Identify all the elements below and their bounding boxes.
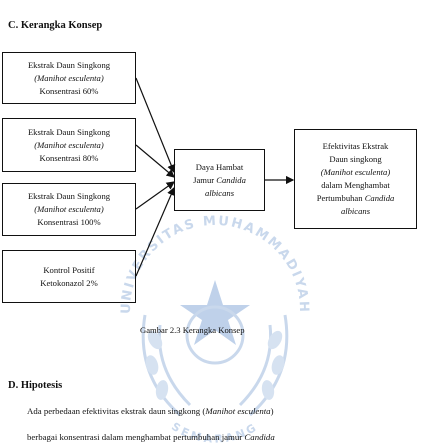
result-box-line6: albicans	[340, 206, 371, 216]
input-box-80: Ekstrak Daun Singkong (Manihot esculenta…	[2, 118, 136, 172]
connector-80-to-middle	[135, 144, 175, 178]
hypothesis-line2-italic: Candida	[244, 432, 275, 442]
result-box-line1: Efektivitas Ekstrak	[322, 141, 389, 151]
middle-box-line1: Daya Hambat	[195, 161, 244, 172]
hypothesis-line1-a: Ada perbedaan efektivitas ekstrak daun s…	[27, 406, 206, 416]
section-d-heading: D. Hipotesis	[8, 380, 63, 391]
input-box-60-line3: Konsentrasi 60%	[39, 85, 99, 96]
result-box-line5: Pertumbuhan	[316, 193, 365, 203]
result-box-efektivitas: Efektivitas Ekstrak Daun singkong (Manih…	[294, 129, 417, 229]
input-box-60: Ekstrak Daun Singkong (Manihot esculenta…	[2, 52, 136, 104]
hypothesis-line1-b: )	[270, 406, 274, 416]
result-box-line4: dalam Menghambat	[321, 180, 390, 190]
input-box-100-line1: Ekstrak Daun Singkong	[27, 191, 111, 201]
connector-60-to-middle	[135, 77, 176, 174]
section-c-heading: C. Kerangka Konsep	[8, 20, 103, 31]
control-box-line2: Ketokonazol 2%	[40, 277, 98, 288]
input-box-100-line2: (Manihot esculenta)	[34, 204, 104, 214]
result-box-line5-wrap: Pertumbuhan Candida	[295, 192, 416, 205]
input-box-80-line2: (Manihot esculenta)	[34, 139, 104, 150]
input-box-60-line2: (Manihot esculenta)	[34, 72, 104, 83]
result-box-line3: (Manihot esculenta)	[320, 167, 391, 177]
result-box-line2: Daun singkong	[329, 154, 382, 164]
hypothesis-line2-a: berbagai konsentrasi dalam menghambat pe…	[27, 432, 245, 442]
middle-box-line2-italic: Candida	[216, 174, 246, 185]
middle-box-line2-wrap: Jamur Candida	[175, 174, 264, 187]
hypothesis-line-1: Ada perbedaan efektivitas ekstrak daun s…	[27, 406, 415, 416]
input-box-100-line3: Konsentrasi 100%	[37, 217, 101, 227]
hypothesis-line-2: berbagai konsentrasi dalam menghambat pe…	[27, 432, 415, 442]
hypothesis-line1-italic: Manihot esculenta	[205, 406, 271, 416]
control-box: Kontrol Positif Ketokonazol 2%	[2, 250, 136, 303]
figure-caption: Gambar 2.3 Kerangka Konsep	[140, 325, 245, 335]
middle-box-line3: albicans	[204, 187, 235, 198]
middle-box-line2: Jamur	[193, 174, 217, 185]
result-box-line5-italic: Candida	[364, 193, 395, 203]
input-box-80-line3: Konsentrasi 80%	[39, 152, 99, 163]
middle-box-daya-hambat: Daya Hambat Jamur Candida albicans	[174, 149, 265, 211]
input-box-60-line1: Ekstrak Daun Singkong	[27, 59, 111, 70]
input-box-80-line1: Ekstrak Daun Singkong	[27, 126, 111, 137]
control-box-line1: Kontrol Positif	[43, 264, 95, 275]
input-box-100: Ekstrak Daun Singkong (Manihot esculenta…	[2, 183, 136, 236]
